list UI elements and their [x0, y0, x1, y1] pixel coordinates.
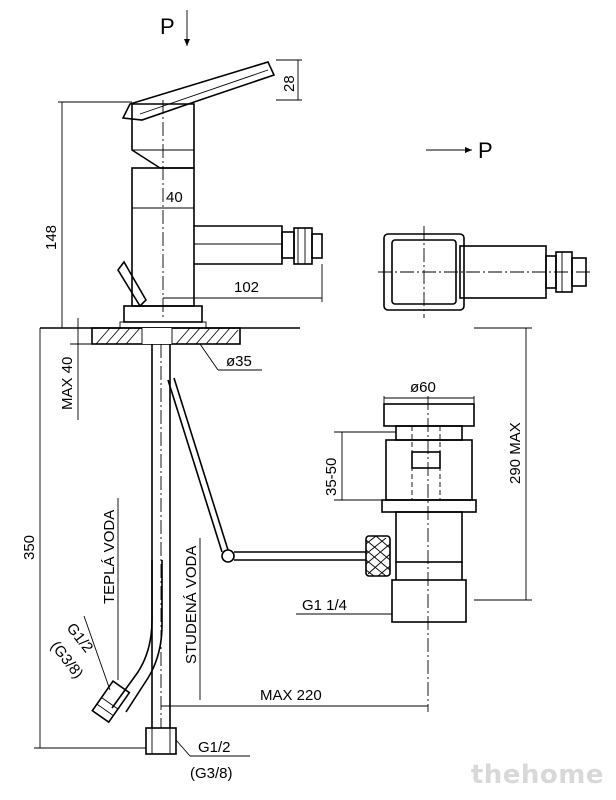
water-labels: TEPLÁ VODA STUDENÁ VODA: [101, 498, 201, 700]
view-arrow-top: P: [160, 10, 190, 46]
view-label-p-side: P: [478, 138, 493, 163]
cold-water-fitting: [145, 727, 177, 755]
cold-water-label: STUDENÁ VODA: [183, 546, 200, 664]
dim-max-40: MAX 40: [59, 357, 76, 410]
pop-up-waste: [365, 396, 477, 712]
popup-rod: [167, 377, 366, 563]
dim-290-max: 290 MAX: [507, 422, 524, 484]
hot-water-fitting: [91, 680, 131, 724]
countertop-section: [40, 327, 300, 345]
dim-d60: ø60: [410, 379, 436, 396]
faucet-side-view: [117, 61, 323, 329]
dim-148: 148: [43, 225, 60, 250]
hot-water-hose: [111, 560, 153, 709]
dimensions: 28 148 40 102 MAX 40 ø35 ø60 35-50: [21, 59, 532, 782]
watermark-logo: thehome: [470, 760, 604, 790]
popup-knob: [117, 260, 148, 308]
lever-handle: [121, 61, 276, 121]
dim-35-50: 35-50: [323, 458, 340, 496]
view-label-p-top: P: [160, 14, 175, 39]
spray-nozzle: [293, 227, 313, 265]
spout: [194, 225, 283, 265]
dim-max-220: MAX 220: [260, 687, 322, 704]
dim-350: 350: [21, 535, 38, 560]
dim-g38-bottom: (G3/8): [190, 765, 233, 782]
rod-joint: [221, 549, 235, 563]
hot-water-label: TEPLÁ VODA: [101, 510, 118, 604]
waste-outlet: [391, 579, 467, 623]
dim-d35: ø35: [226, 353, 252, 370]
dim-g1-14: G1 1/4: [302, 597, 347, 614]
dim-g12-bottom: G1/2: [198, 739, 231, 756]
waste-flange: [383, 403, 475, 427]
dim-28: 28: [281, 75, 298, 92]
supply-hoses: [91, 344, 177, 755]
waste-body: [385, 439, 473, 501]
faucet-top-view: P: [378, 138, 592, 318]
dim-102: 102: [234, 279, 259, 296]
dim-40: 40: [166, 189, 183, 206]
